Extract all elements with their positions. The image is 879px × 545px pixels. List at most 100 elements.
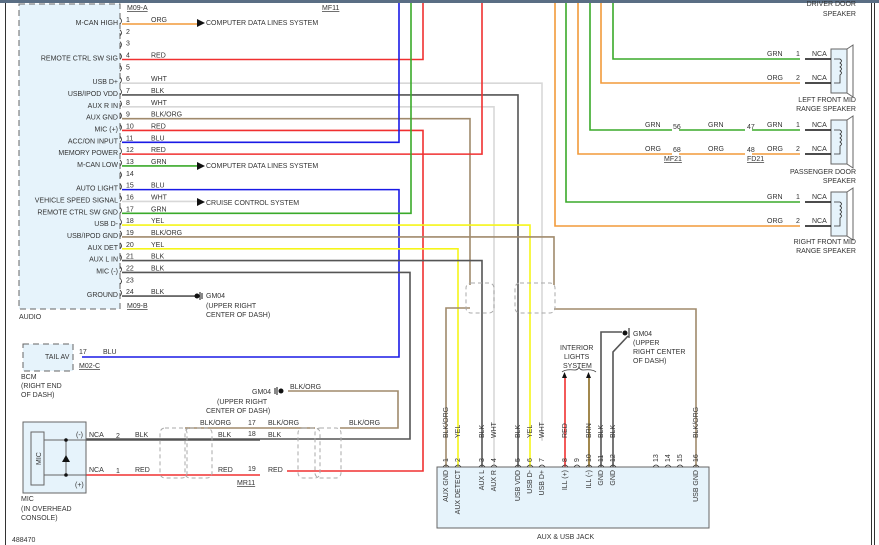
- passenger-door-speaker-label-1: PASSENGER DOOR: [790, 169, 856, 176]
- mr11-right-red: RED: [268, 467, 283, 474]
- jack-wire-color: BLK/ORG: [693, 407, 700, 438]
- audio-pin-terminal: [119, 53, 122, 60]
- audio-pin-number: 2: [126, 29, 130, 36]
- mr11-far-blkorg: BLK/ORG: [349, 420, 380, 427]
- speaker-pin: 2: [796, 218, 800, 225]
- speaker-wire-color: GRN: [767, 194, 783, 201]
- jack-pin-number: 3: [479, 458, 486, 462]
- audio-pin-terminal: [119, 230, 122, 238]
- audio-wire-color: BLK: [151, 88, 165, 95]
- mr11-left-blkorg: BLK/ORG: [200, 420, 231, 427]
- svg-text:(UPPER RIGHT: (UPPER RIGHT: [206, 303, 257, 310]
- audio-pin-number: 20: [126, 242, 134, 249]
- audio-pin-number: 6: [126, 76, 130, 83]
- mic-pin-2: 2: [116, 433, 120, 440]
- audio-pin-label: AUX DET: [88, 245, 119, 252]
- audio-pin-terminal: [119, 29, 122, 37]
- speaker-cone: [846, 44, 854, 98]
- audio-wire-color: WHT: [151, 76, 168, 83]
- audio-pin-label: AUX R IN: [88, 103, 118, 110]
- jack-pin-number: 4: [491, 458, 498, 462]
- bcm-box: [22, 343, 74, 372]
- speaker-icon: [830, 191, 848, 237]
- mr11-pin-18: 18: [248, 431, 256, 438]
- bcm-location-2: OF DASH): [21, 392, 54, 399]
- speaker-term: NCA: [812, 51, 827, 58]
- driver-door-speaker-label-1: DRIVER DOOR: [807, 1, 856, 8]
- bcm-pin: 17: [79, 349, 87, 356]
- shield-twist-pair: [159, 427, 188, 479]
- audio-pin-label: VEHICLE SPEED SIGNAL: [35, 197, 118, 204]
- audio-pin-label: AUX GND: [86, 115, 118, 122]
- speaker-wire-color: GRN: [767, 51, 783, 58]
- bcm-wire-color: BLU: [103, 349, 117, 356]
- svg-text:(UPPER: (UPPER: [633, 340, 659, 347]
- audio-wire-color: WHT: [151, 194, 168, 201]
- audio-pin-number: 16: [126, 194, 134, 201]
- jack-pin-number: 2: [455, 458, 462, 462]
- wire-blk: [600, 331, 622, 467]
- jack-pin-number: 11: [598, 455, 605, 462]
- jack-pin-number: 10: [586, 454, 593, 462]
- audio-pin-number: 7: [126, 88, 130, 95]
- interior-lights-system: INTERIOR LIGHTS SYSTEM: [560, 345, 597, 378]
- audio-wire-color: GRN: [151, 206, 167, 213]
- mic-wire-red: RED: [135, 467, 150, 474]
- audio-pin-number: 18: [126, 218, 134, 225]
- audio-pin-terminal: [119, 171, 122, 179]
- svg-text:CENTER OF DASH): CENTER OF DASH): [206, 408, 270, 415]
- inline-wire-color: GRN: [645, 122, 661, 129]
- svg-text:GM04: GM04: [206, 293, 225, 300]
- left-front-speaker-label-2: RANGE SPEAKER: [796, 106, 856, 113]
- jack-pin-label: GND: [598, 470, 605, 486]
- wire-red: [122, 3, 424, 61]
- inline-pin-48: 48: [747, 147, 755, 154]
- inline-wire-color: ORG: [645, 146, 661, 153]
- audio-pin-terminal: [119, 254, 122, 261]
- svg-text:CRUISE CONTROL SYSTEM: CRUISE CONTROL SYSTEM: [206, 200, 299, 207]
- zener-diode-icon: [62, 455, 70, 462]
- connector-mr11: MR11: [237, 480, 255, 487]
- jack-pin-number: 6: [527, 458, 534, 462]
- inline-wire-color: ORG: [708, 146, 724, 153]
- audio-wire-color: BLK/ORG: [151, 230, 182, 237]
- speaker-wire-color: ORG: [767, 218, 783, 225]
- speaker-wire-color: ORG: [767, 75, 783, 82]
- mr11-pin-19: 19: [248, 466, 256, 473]
- audio-pin-terminal: [119, 112, 122, 119]
- left-front-speaker-label-1: LEFT FRONT MID: [798, 97, 856, 104]
- audio-pin-label: USB D+: [93, 79, 118, 86]
- jack-pin-terminal: [490, 464, 498, 468]
- mic-location-2: CONSOLE): [21, 515, 58, 522]
- svg-text:BLK/ORG: BLK/ORG: [290, 384, 321, 391]
- audio-pin-number: 10: [126, 123, 134, 130]
- audio-wire-color: RED: [151, 52, 166, 59]
- bcm-label: BCM: [21, 374, 37, 381]
- dest-arrow-cruise-control: CRUISE CONTROL SYSTEM: [197, 198, 299, 207]
- audio-pin-label: M-CAN LOW: [77, 162, 118, 169]
- mr11-right-blkorg: BLK/ORG: [268, 420, 299, 427]
- jack-pin-terminal: [561, 464, 569, 468]
- wire-org: [577, 3, 672, 155]
- svg-text:COMPUTER DATA LINES SYSTEM: COMPUTER DATA LINES SYSTEM: [206, 20, 318, 27]
- svg-text:OF DASH): OF DASH): [633, 358, 666, 365]
- jack-pin-label: AUX GND: [443, 470, 450, 502]
- audio-wire-color: BLK: [151, 265, 165, 272]
- audio-pin-number: 9: [126, 112, 130, 119]
- audio-pin-terminal: [119, 76, 122, 84]
- speaker-term: NCA: [812, 122, 827, 129]
- passenger-door-speaker-label-2: SPEAKER: [823, 178, 856, 185]
- speaker-wire-color: ORG: [767, 146, 783, 153]
- jack-wire-color: YEL: [527, 425, 534, 438]
- svg-text:CENTER OF DASH): CENTER OF DASH): [206, 312, 270, 319]
- jack-pin-number: 13: [653, 454, 660, 462]
- mic-element: [30, 431, 45, 486]
- mic-inner-label: MIC: [36, 452, 43, 465]
- speaker-pin: 1: [796, 122, 800, 129]
- audio-pin-label: AUTO LIGHT: [76, 186, 119, 193]
- mic-pin-1: 1: [116, 468, 120, 475]
- mic-neg: (-): [76, 432, 83, 439]
- audio-wire-color: BLK: [151, 254, 165, 261]
- jack-pin-number: 12: [610, 454, 617, 462]
